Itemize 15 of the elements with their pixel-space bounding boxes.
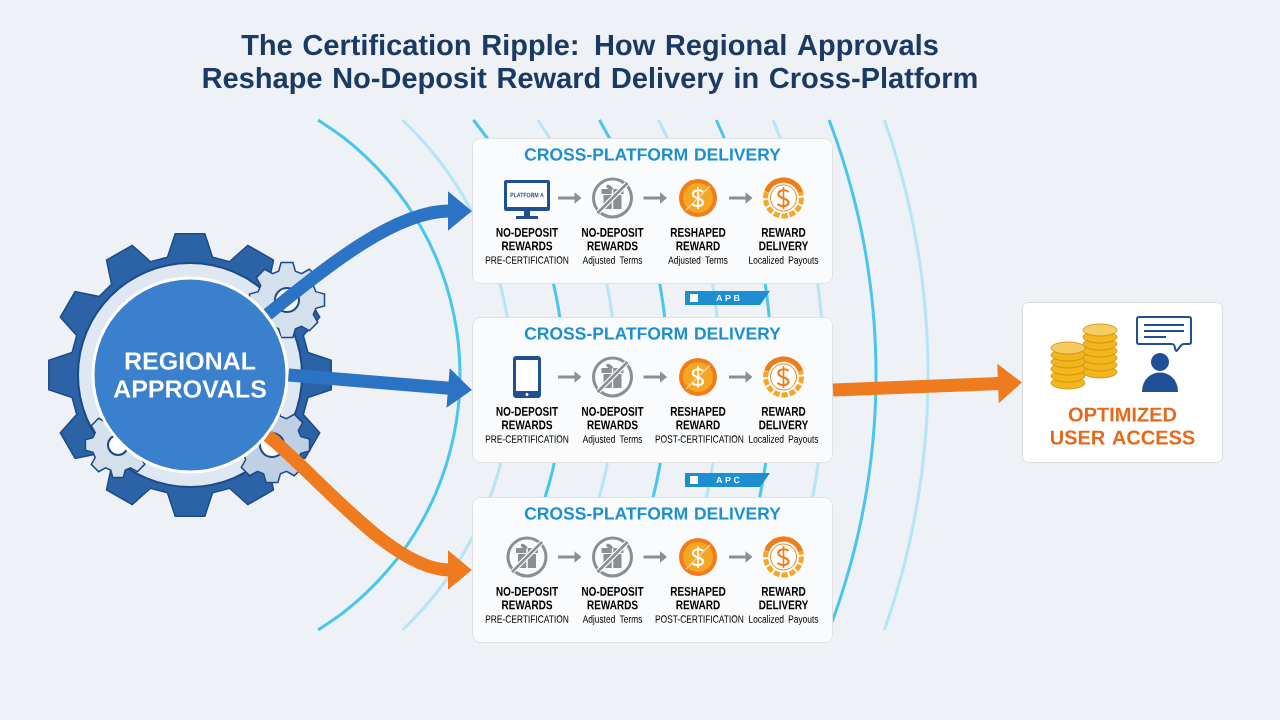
- step-item: REWARD DELIVERY Localized Payouts: [749, 587, 819, 625]
- step-item: RESHAPED REWARD POST-CERTIFICATION: [655, 407, 744, 443]
- step-item: RESHAPED REWARD POST-CERTIFICATION: [655, 586, 744, 623]
- step-item: RESHAPED REWARD Adjusted Terms: [668, 228, 728, 266]
- step-item: NO-DEPOSIT REWARDS Adjusted Terms: [582, 586, 644, 625]
- tag-label: A P C: [685, 473, 770, 487]
- title: The Certification Ripple: How Regional Approvals Reshape No-Deposit Reward Delivery in Cross-Platform: [203, 34, 977, 94]
- step-item: NO-DEPOSIT REWARDS Adjusted Terms: [582, 407, 644, 445]
- step-item: REWARD DELIVERY Localized Payouts: [749, 407, 819, 445]
- step-item: NO-DEPOSIT REWARDS PRE-CERTIFICATION: [485, 407, 569, 443]
- step-item: NO-DEPOSIT REWARDS PRE-CERTIFICATION: [485, 228, 569, 264]
- step-item: NO-DEPOSIT REWARDS Adjusted Terms: [582, 228, 644, 266]
- step-item: NO-DEPOSIT REWARDS PRE-CERTIFICATION: [485, 586, 569, 623]
- step-item: REWARD DELIVERY Localized Payouts: [749, 228, 819, 266]
- tag-label: A P B: [685, 291, 770, 305]
